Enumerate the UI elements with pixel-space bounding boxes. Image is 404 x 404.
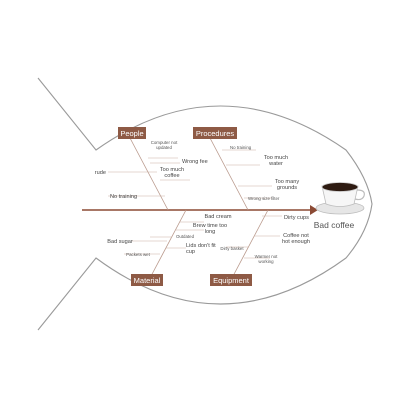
cause-wrong-fee: Wrong fee <box>182 159 208 165</box>
category-material-label: Material <box>134 276 161 285</box>
cause-no-training-people: No training <box>110 194 137 200</box>
bone-equipment <box>231 209 269 279</box>
cause-wrong-size-filter: Wrong size filter <box>248 196 280 201</box>
bone-people <box>129 137 169 211</box>
category-equipment: Equipment <box>210 274 252 286</box>
effect-label: Bad coffee <box>314 220 355 230</box>
category-material: Material <box>131 274 163 286</box>
category-procedures-label: Procedures <box>196 129 235 138</box>
cause-rude: rude <box>95 170 106 176</box>
cause-bad-cream: Bad cream <box>204 214 231 220</box>
bone-material <box>149 209 187 279</box>
spine-arrowhead <box>310 205 318 215</box>
cause-dirty-basket: Dirty basket <box>220 246 244 251</box>
cause-no-training-procedures: No training <box>230 145 252 150</box>
bone-procedures <box>209 137 249 211</box>
category-equipment-label: Equipment <box>213 276 250 285</box>
category-procedures: Procedures <box>193 127 237 139</box>
category-people-label: People <box>120 129 143 138</box>
cause-bad-sugar: Bad sugar <box>107 239 133 245</box>
category-people: People <box>118 127 146 139</box>
coffee-cup-icon <box>315 182 365 215</box>
fish-outline <box>37 77 373 331</box>
cause-packets-wet: Packets wet <box>126 252 150 257</box>
cause-outdated: Outdated <box>176 234 195 239</box>
cause-dirty-cups: Dirty cups <box>284 215 309 221</box>
